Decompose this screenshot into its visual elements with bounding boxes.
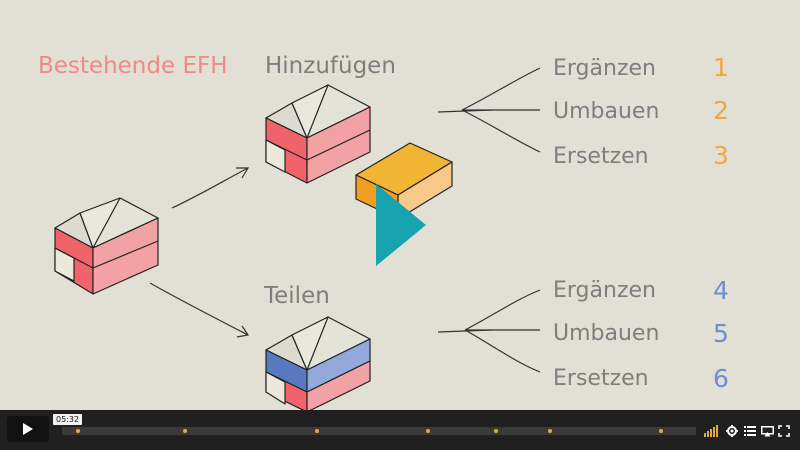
current-time-badge: 05:32 xyxy=(53,414,83,425)
chapter-marker[interactable] xyxy=(315,429,319,433)
fullscreen-icon[interactable] xyxy=(777,424,791,438)
option-number-3: 3 xyxy=(713,141,729,170)
chapters-icon[interactable] xyxy=(743,424,757,438)
option-label-3: Ersetzen xyxy=(553,144,649,169)
play-icon xyxy=(23,423,33,435)
label-existing: Bestehende EFH xyxy=(38,53,228,79)
option-number-1: 1 xyxy=(713,53,729,82)
add-house-drawing xyxy=(265,84,371,184)
branch-lines-top xyxy=(437,67,541,153)
play-button[interactable] xyxy=(7,416,49,442)
option-label-4: Ergänzen xyxy=(553,278,656,303)
chapter-marker[interactable] xyxy=(183,429,187,433)
chapter-marker[interactable] xyxy=(659,429,663,433)
split-house-drawing xyxy=(265,316,371,410)
option-label-2: Umbauen xyxy=(553,99,659,124)
arrow-to-add xyxy=(171,167,250,209)
option-label-1: Ergänzen xyxy=(553,56,656,81)
option-number-2: 2 xyxy=(713,96,729,125)
chapter-marker[interactable] xyxy=(494,429,498,433)
chapter-marker[interactable] xyxy=(426,429,430,433)
arrow-to-split xyxy=(149,282,250,338)
existing-house-drawing xyxy=(54,197,159,295)
chapter-marker[interactable] xyxy=(76,429,80,433)
video-content: Bestehende EFH Hinzufügen Teilen xyxy=(38,53,729,410)
big-play-icon[interactable] xyxy=(376,184,426,266)
branch-lines-bottom xyxy=(437,289,541,373)
progress-bar[interactable] xyxy=(62,427,696,435)
option-label-6: Ersetzen xyxy=(553,366,649,391)
option-number-5: 5 xyxy=(713,319,729,348)
label-add: Hinzufügen xyxy=(265,53,396,79)
option-label-5: Umbauen xyxy=(553,321,659,346)
volume-icon[interactable] xyxy=(704,424,720,438)
option-number-6: 6 xyxy=(713,364,729,393)
settings-icon[interactable] xyxy=(725,424,739,438)
airplay-icon[interactable] xyxy=(760,424,774,438)
option-number-4: 4 xyxy=(713,276,729,305)
label-split: Teilen xyxy=(263,283,330,309)
chapter-marker[interactable] xyxy=(548,429,552,433)
